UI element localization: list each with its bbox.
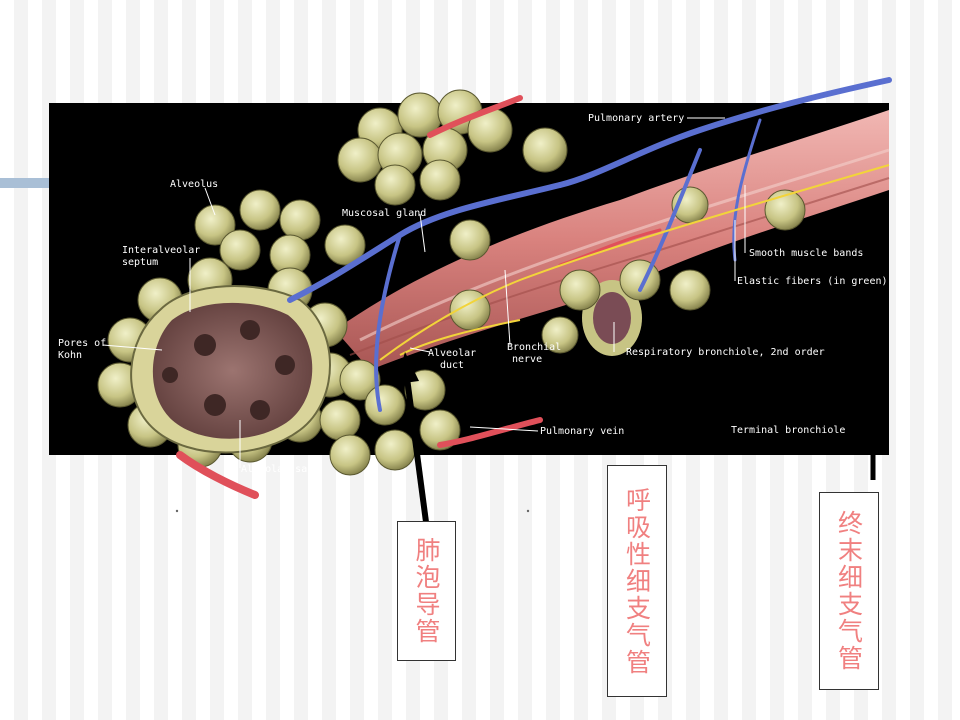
label-respiratory-bronchiole: Respiratory bronchiole, 2nd order [626,347,825,358]
label-alveolar-duct-2: duct [440,360,464,371]
callout-terminal-bronchiole-text: 终末细支气管 [834,510,864,672]
label-alveolar-duct-1: Alveolar [428,348,476,359]
label-alveolus: Alveolus [170,179,218,190]
callout-terminal-bronchiole: 终末细支气管 [819,492,879,690]
callout-respiratory-bronchiole: 呼吸性细支气管 [607,465,667,697]
pulmonary-vein-vessels [176,95,662,499]
decor-dot [526,509,530,513]
label-alveolar-sac: Alveolar sac [241,464,313,475]
label-terminal-bronchiole: Terminal bronchiole [731,425,845,436]
bronchial-nerve-fibers [379,164,890,361]
label-interalveolar-septum-1: Interalveolar [122,245,200,256]
leader-lines [102,117,746,468]
pulmonary-artery-vessels [287,77,892,412]
callout-alveolar-duct-text: 肺泡导管 [412,537,441,645]
label-pores-of-kohn-1: Pores of [58,338,106,349]
label-pores-of-kohn-2: Kohn [58,350,82,361]
callout-alveolar-duct: 肺泡导管 [397,521,456,661]
label-bronchial-nerve-2: nerve [512,354,542,365]
arrow-alveolar-duct [396,352,429,523]
label-elastic-fibers: Elastic fibers (in green) [737,276,888,287]
label-bronchial-nerve-1: Bronchial [507,342,561,353]
label-pulmonary-vein: Pulmonary vein [540,426,624,437]
alveolar-sac-section [130,285,331,454]
decor-dot [175,509,179,513]
label-pulmonary-artery: Pulmonary artery [588,113,684,124]
accent-bar [0,178,50,188]
label-interalveolar-septum-2: septum [122,257,158,268]
label-smooth-muscle-bands: Smooth muscle bands [749,248,863,259]
label-muscosal-gland: Muscosal gland [342,208,426,219]
callout-respiratory-bronchiole-text: 呼吸性细支气管 [622,486,652,676]
